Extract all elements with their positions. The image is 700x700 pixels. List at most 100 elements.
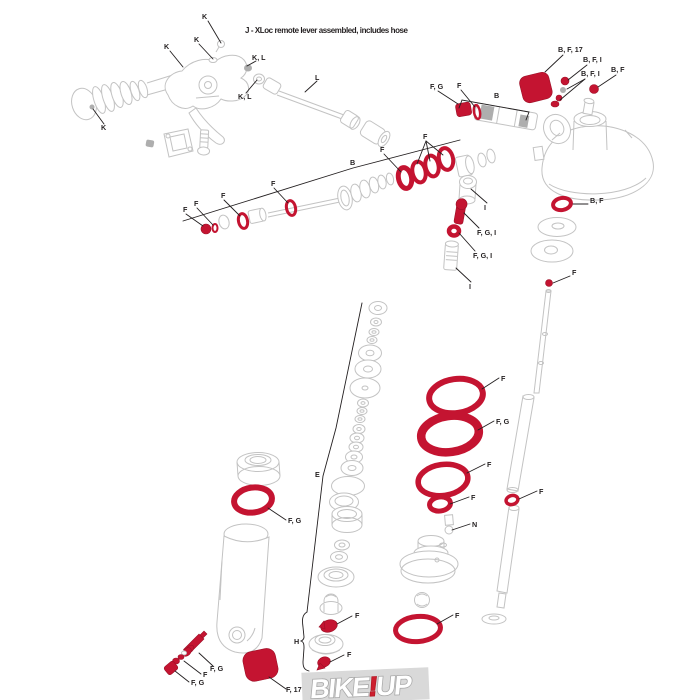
logo-text-bang: !	[367, 671, 377, 700]
label-fg-big: F, G	[496, 417, 510, 426]
f-big-oring-3-part	[415, 461, 471, 499]
leader-lines	[92, 20, 617, 690]
label-f-3: F	[221, 191, 226, 200]
label-k-4: K	[101, 123, 107, 132]
shim-stack-sketch	[317, 301, 388, 615]
glide-ball-part	[414, 592, 430, 608]
damper-head-sketch	[473, 97, 654, 263]
label-i-1: I	[484, 203, 486, 212]
fgi-ring-part	[446, 224, 462, 238]
label-l: L	[315, 73, 320, 82]
label-e: E	[315, 470, 320, 479]
label-f-5: F	[380, 145, 385, 154]
label-f-h2: F	[347, 650, 352, 659]
fg-aircan-oring-part	[231, 484, 275, 516]
air-can-sketch	[216, 452, 281, 654]
right-shaft-sketch	[481, 289, 552, 625]
f-shaft-oring-part	[504, 493, 520, 507]
f-seal-ring-part	[472, 103, 482, 121]
label-f-big1: F	[501, 374, 506, 383]
logo-text-up: UP	[375, 669, 414, 700]
remote-lever-assembly-sketch	[71, 40, 249, 158]
f-small-oring-part	[427, 494, 453, 514]
label-f-2: F	[194, 199, 199, 208]
label-k-3: K	[164, 42, 170, 51]
label-f-big3: F	[487, 460, 492, 469]
valve-washer-part	[181, 650, 187, 656]
label-fg-can: F, G	[288, 516, 302, 525]
bf17-top-cap-part	[519, 71, 553, 104]
bfi-small-part-1	[560, 76, 570, 86]
bar-clamp-part	[163, 128, 194, 158]
fg-air-valve-part	[182, 630, 208, 657]
label-f-4: F	[271, 179, 276, 188]
label-f-1: F	[183, 205, 188, 214]
label-fg-valve: F, G	[210, 664, 224, 673]
hose-fitting-cylinder-sketch	[443, 240, 459, 271]
label-f-rs: F	[539, 487, 544, 496]
logo-text: BIKE!UP	[309, 669, 414, 700]
label-kl-1: K, L	[252, 53, 266, 62]
label-fg-cap: F, G	[191, 678, 205, 687]
label-f-small: F	[471, 493, 476, 502]
label-f-valve: F	[203, 670, 208, 679]
hose-sketch	[244, 64, 391, 148]
bfi-small-part-3	[550, 100, 560, 108]
label-f-bottom: F	[455, 611, 460, 620]
f-oring-1-part	[236, 212, 250, 230]
label-b-shaft: B	[350, 158, 355, 167]
label-h: H	[294, 637, 299, 646]
clamp-bolt-part	[197, 129, 211, 156]
f-oring-trio-c-part	[436, 146, 456, 172]
label-bfi-1: B, F, I	[583, 55, 602, 64]
diagram-title: J - XLoc remote lever assembled, include…	[245, 26, 409, 35]
fgi-banjo-bolt-part	[453, 198, 468, 225]
label-k-2: K	[194, 35, 200, 44]
fg-big-oring-2-part	[416, 411, 484, 457]
label-f-6: F	[423, 132, 428, 141]
label-k-1: K	[202, 12, 208, 21]
clamp-nut-part	[145, 139, 155, 148]
f-bottom-oring-part	[393, 613, 443, 645]
damper-shaft-sketch	[218, 148, 496, 271]
logo-background	[301, 667, 430, 700]
f-glide-ring-part	[395, 165, 415, 191]
logo-text-bike: BIKE	[309, 671, 372, 700]
label-f17: F, 17	[286, 685, 302, 694]
f-small-ring-part	[211, 223, 219, 233]
label-bf17: B, F, 17	[558, 45, 583, 54]
gray-ball-part	[560, 87, 566, 93]
f-foot-seal-part	[316, 656, 331, 671]
label-f-seal: F	[457, 81, 462, 90]
bikeup-logo: BIKE!UP	[301, 667, 430, 700]
f-shaft-end-part	[200, 223, 212, 235]
bf-ball-part	[589, 84, 599, 94]
bf-head-oring-part	[551, 195, 573, 213]
label-bfi-2: B, F, I	[581, 69, 600, 78]
label-kl-2: K, L	[238, 92, 252, 101]
part-labels: J - XLoc remote lever assembled, include…	[101, 12, 625, 694]
piston-sketch	[399, 514, 459, 608]
barb-seal-part	[208, 57, 218, 63]
f-wiper-seal-part	[318, 619, 338, 633]
label-n: N	[472, 520, 477, 529]
label-fgi-2: F, G, I	[473, 251, 492, 260]
grip-end-part	[89, 104, 95, 110]
hose-barb-part	[217, 40, 225, 48]
bfi-small-part-2	[555, 94, 563, 102]
label-f-h1: F	[355, 611, 360, 620]
fg-valve-cap-part	[163, 661, 179, 675]
f17-bottom-cap-part	[242, 648, 279, 682]
cartridge-body-sketch	[473, 102, 538, 131]
label-fgi-1: F, G, I	[477, 228, 496, 237]
label-i-2: I	[469, 282, 471, 291]
f-oring-2-part	[284, 199, 298, 217]
f-shaft-tip-part	[545, 279, 553, 287]
label-f-top-dot: F	[572, 268, 577, 277]
f-oring-trio-b-part	[423, 153, 441, 179]
f-valve-seal-part	[177, 654, 185, 660]
label-bf-2: B, F	[590, 196, 604, 205]
label-fg-nut: F, G	[430, 82, 444, 91]
